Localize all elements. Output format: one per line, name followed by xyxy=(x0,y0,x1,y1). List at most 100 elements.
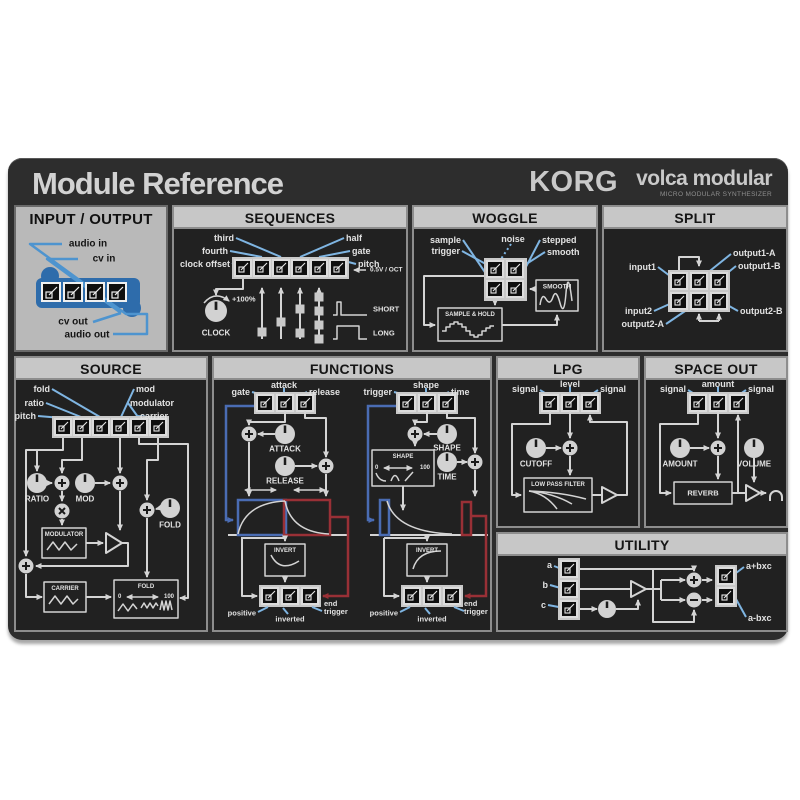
woggle-diagram xyxy=(423,239,579,342)
section-lpg: LPG xyxy=(496,356,640,528)
section-functions: FUNCTIONS xyxy=(212,356,492,632)
jack xyxy=(149,418,167,436)
label-fourth: fourth xyxy=(202,246,228,256)
label-long: LONG xyxy=(373,328,395,338)
sample-hold-box xyxy=(437,307,503,342)
carrier-wave xyxy=(48,595,79,605)
label-fold-knob: FOLD xyxy=(159,520,181,530)
section-title: SPLIT xyxy=(604,207,786,229)
section-title: INPUT / OUTPUT xyxy=(29,211,153,228)
time-knob xyxy=(435,450,459,474)
jack xyxy=(423,587,441,605)
jack xyxy=(560,600,578,618)
step-squares xyxy=(257,292,324,344)
difference-node xyxy=(685,591,703,609)
jack xyxy=(291,259,309,277)
source-connectors xyxy=(23,438,189,601)
label-sample-hold: SAMPLE & HOLD xyxy=(445,312,495,318)
label-c: c xyxy=(540,600,546,610)
label-fold-hundred: 100 xyxy=(163,594,174,600)
lpg-connectors xyxy=(511,411,628,498)
split-diagram xyxy=(653,253,739,325)
label-amount: amount xyxy=(701,379,735,389)
page-title: Module Reference xyxy=(32,166,284,201)
label-ratio: ratio xyxy=(24,398,44,408)
label-carrier-box: CARRIER xyxy=(51,586,79,592)
label-audio-in: audio in xyxy=(68,238,108,250)
jack xyxy=(234,259,252,277)
label-invert: INVERT xyxy=(273,548,297,554)
smooth-box xyxy=(535,279,579,312)
label-output1b: output1-B xyxy=(738,261,781,271)
label-invert: INVERT xyxy=(415,548,439,554)
label-amount-knob: AMOUNT xyxy=(662,459,698,469)
jack xyxy=(418,394,436,412)
jack xyxy=(111,418,129,436)
label-level: level xyxy=(559,379,581,389)
label-half: half xyxy=(346,233,363,243)
label-pitch: pitch xyxy=(14,411,37,421)
label-time-knob: TIME xyxy=(437,472,457,482)
jack xyxy=(710,272,728,290)
label-inverted: inverted xyxy=(417,614,447,624)
jack xyxy=(506,280,524,298)
label-fold-zero: 0 xyxy=(118,594,122,600)
jack xyxy=(670,272,688,290)
label-attack-knob: ATTACK xyxy=(269,444,301,454)
filter-curve xyxy=(528,490,587,500)
brand-block: KORG volca modular MICRO MODULAR SYNTHES… xyxy=(529,167,772,199)
label-lpf: LOW PASS FILTER xyxy=(531,482,585,488)
volume-knob xyxy=(742,436,766,460)
woggle-connectors xyxy=(423,275,560,328)
label-a: a xyxy=(546,560,552,570)
release-knob xyxy=(273,454,297,478)
jack xyxy=(296,394,314,412)
label-shape-box: SHAPE xyxy=(392,454,414,460)
lpf-box xyxy=(523,477,593,513)
sum-node xyxy=(317,457,335,475)
section-woggle: WOGGLE xyxy=(412,205,598,352)
jack xyxy=(272,259,290,277)
label-time: time xyxy=(451,387,470,397)
label-audio-out: audio out xyxy=(64,329,110,341)
jack xyxy=(310,259,328,277)
reverb-box xyxy=(673,481,733,505)
label-plus100: +100% xyxy=(232,294,256,304)
clock-knob xyxy=(203,298,229,324)
jack xyxy=(85,282,105,302)
jack xyxy=(560,560,578,578)
cutoff-knob xyxy=(524,436,548,460)
section-title: LPG xyxy=(498,358,638,380)
sum-node xyxy=(53,474,71,492)
label-smooth: smooth xyxy=(547,247,580,257)
jack xyxy=(253,259,271,277)
sum-node xyxy=(111,474,129,492)
jack xyxy=(729,394,747,412)
headphones-icon xyxy=(769,490,783,501)
label-fold: fold xyxy=(33,384,51,394)
jack xyxy=(486,260,504,278)
section-title: SOURCE xyxy=(16,358,206,380)
jack xyxy=(92,418,110,436)
sum-node xyxy=(709,439,727,457)
label-positive: positive xyxy=(227,608,256,618)
fold-knob xyxy=(158,496,182,520)
sum-node xyxy=(685,571,703,589)
jack xyxy=(717,587,735,605)
jack xyxy=(329,259,347,277)
section-input-output: INPUT / OUTPUT xyxy=(14,205,168,352)
label-carrier: carrier xyxy=(140,411,169,421)
utility-connectors xyxy=(580,565,713,623)
long-pulse-wave xyxy=(333,325,367,340)
jack xyxy=(717,567,735,585)
short-pulse-wave xyxy=(333,301,367,316)
amount-knob xyxy=(668,436,692,460)
jack xyxy=(710,292,728,310)
multiply-node xyxy=(53,502,71,520)
product-name: volca modular xyxy=(636,167,772,190)
jack xyxy=(130,418,148,436)
jack xyxy=(438,394,456,412)
jack xyxy=(541,394,559,412)
label-trigger: trigger xyxy=(431,246,460,256)
fold-wave-3 xyxy=(159,600,173,611)
